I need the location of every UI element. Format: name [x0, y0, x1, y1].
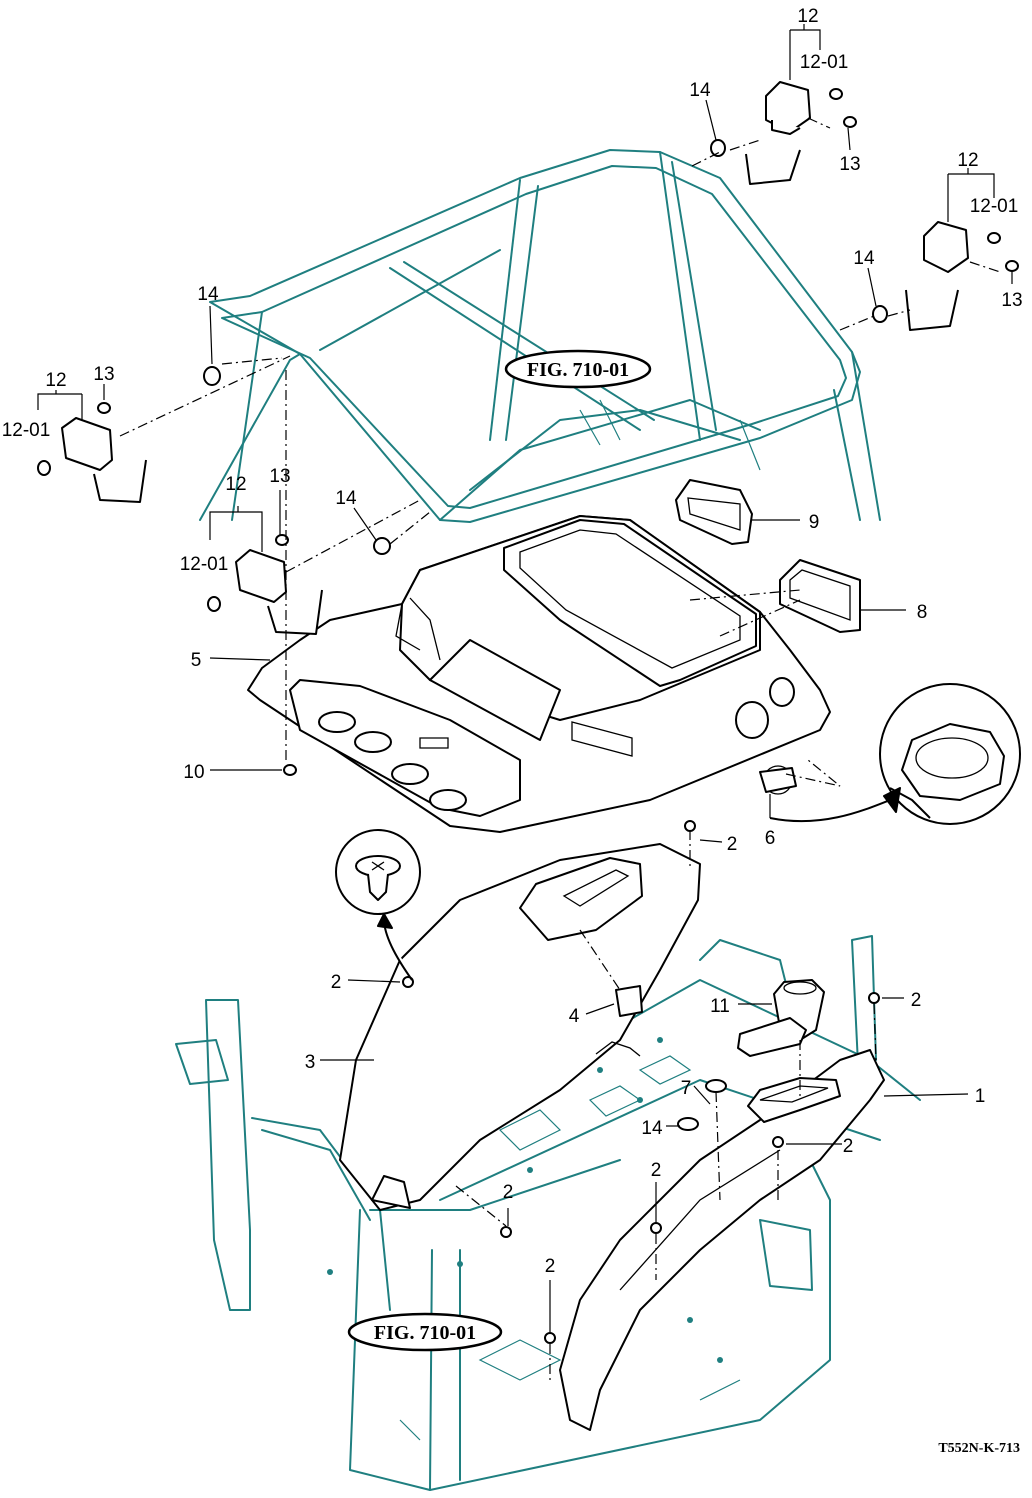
callout-10: 10: [183, 762, 204, 783]
work-lamp-upper-right: [872, 221, 1019, 331]
callout-3: 3: [305, 1052, 316, 1073]
callout-1: 1: [975, 1086, 986, 1107]
bracket-part-4: [615, 985, 643, 1017]
callout-13: 13: [1001, 290, 1022, 311]
callout-14: 14: [689, 80, 711, 101]
callout-8: 8: [917, 602, 928, 623]
callout-11: 11: [710, 996, 730, 1017]
callout-12: 12: [225, 474, 246, 495]
roof-liner-part-5: [247, 515, 831, 833]
callout-12: 12: [957, 150, 978, 171]
callout-14: 14: [335, 488, 357, 509]
work-lamp-upper-left: [37, 366, 221, 503]
callout-14: 14: [853, 248, 875, 269]
cup-holder-part-11: [737, 979, 825, 1057]
assembly-lines: [119, 117, 1001, 1380]
callout-2: 2: [545, 1256, 556, 1277]
callout-2: 2: [911, 990, 922, 1011]
fig-ref-lower-text[interactable]: FIG. 710-01: [374, 1322, 476, 1344]
fastener-2-detail: [335, 829, 421, 981]
callout-12: 12: [797, 6, 818, 27]
callout-12-01: 12-01: [2, 420, 51, 441]
fig-ref-upper-text[interactable]: FIG. 710-01: [527, 359, 629, 381]
console-part-1: [559, 1049, 885, 1431]
callout-4: 4: [569, 1006, 580, 1027]
callout-2: 2: [331, 972, 342, 993]
callout-2: 2: [651, 1160, 662, 1181]
fasteners: [283, 764, 880, 1344]
callout-14: 14: [641, 1118, 663, 1139]
callout-2: 2: [727, 834, 738, 855]
cab-frame-upper: [199, 149, 881, 523]
callout-12-01: 12-01: [180, 554, 229, 575]
callout-5: 5: [191, 650, 202, 671]
callout-12: 12: [45, 370, 66, 391]
callout-7: 7: [681, 1078, 692, 1099]
bezel-part-9: [675, 479, 753, 545]
callout-13: 13: [839, 154, 860, 175]
fig-ref-lower: FIG. 710-01: [347, 1312, 503, 1352]
callout-6: 6: [765, 828, 776, 849]
callout-12-01: 12-01: [970, 196, 1019, 217]
callout-2: 2: [843, 1136, 854, 1157]
work-lamp-lower-left: [207, 534, 391, 635]
work-lamp-upper-center: [710, 81, 857, 185]
callout-12-01: 12-01: [800, 52, 849, 73]
callout-13: 13: [269, 466, 290, 487]
leader-lines: [37, 24, 1013, 1332]
callout-labels: 12 12-01 14 13 12 12-01 14 13 14 12 13 1…: [2, 6, 1023, 1277]
grille-part-8: [779, 559, 861, 633]
callout-9: 9: [809, 512, 820, 533]
callout-13: 13: [93, 364, 114, 385]
callout-14: 14: [197, 284, 219, 305]
fig-ref-upper: FIG. 710-01: [504, 349, 652, 389]
panel-part-3: [339, 843, 701, 1211]
callout-2: 2: [503, 1182, 514, 1203]
drawing-code: T552N-K-713: [938, 1441, 1020, 1456]
